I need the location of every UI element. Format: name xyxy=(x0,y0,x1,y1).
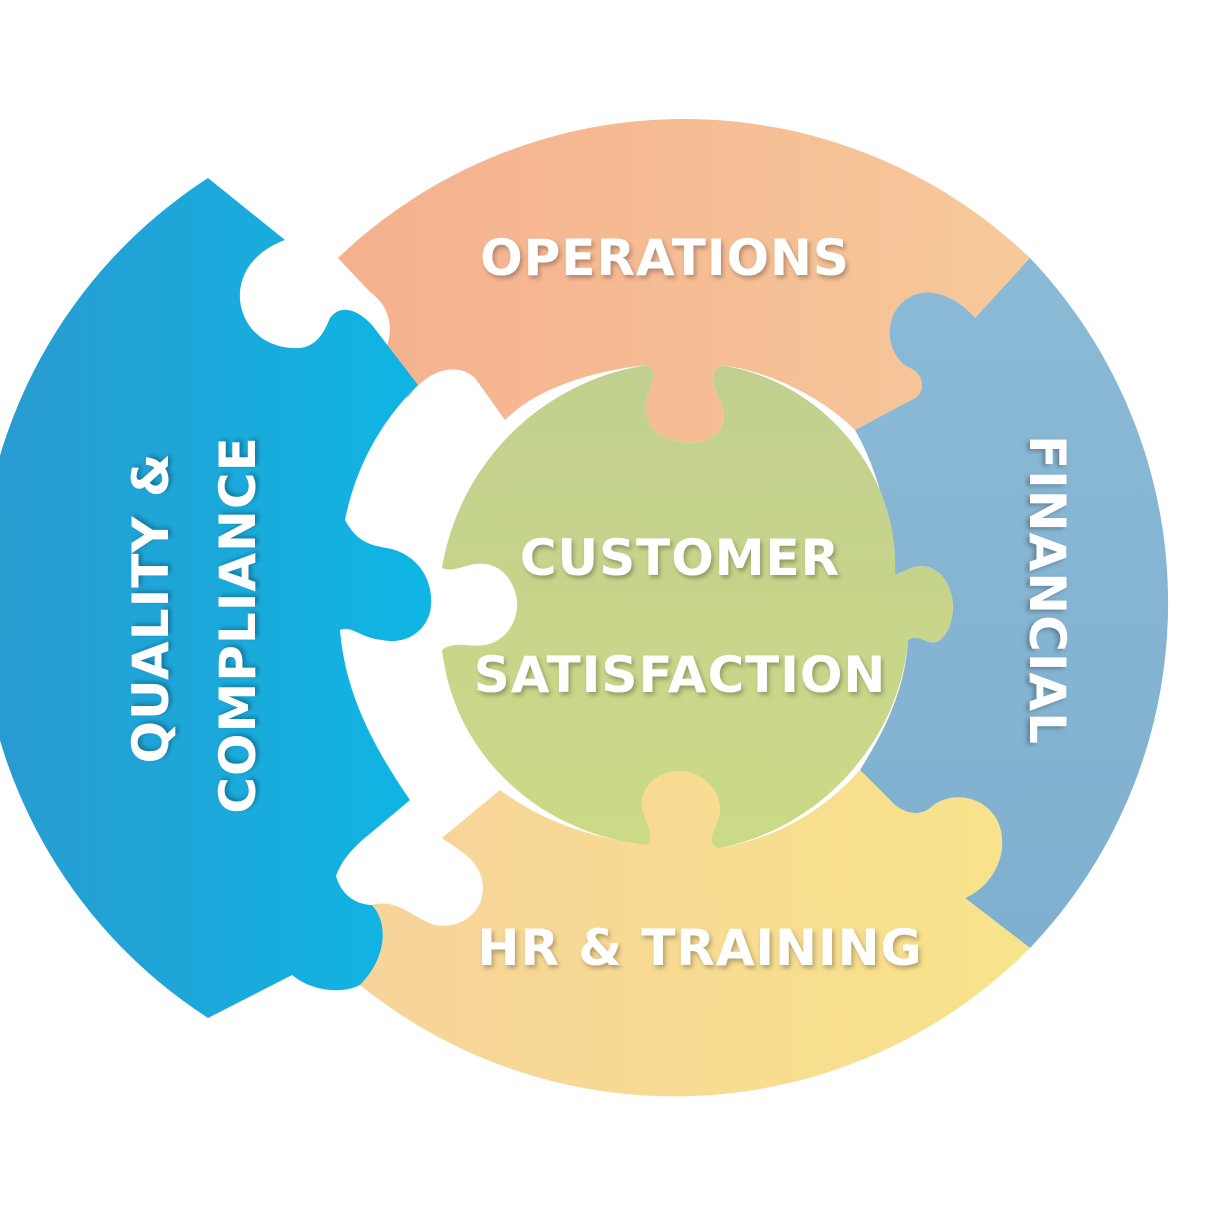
customer-satisfaction-line1: CUSTOMER xyxy=(520,529,840,587)
hr-training-label: HR & TRAINING xyxy=(477,919,922,977)
hr-training-shape xyxy=(360,770,1030,1097)
customer-satisfaction-shape xyxy=(442,365,953,848)
quality-compliance-line1: QUALITY & xyxy=(122,452,180,763)
quality-compliance-piece xyxy=(0,178,432,1018)
customer-satisfaction-line2: SATISFACTION xyxy=(474,646,886,704)
operations-label: OPERATIONS xyxy=(480,229,850,287)
financial-piece xyxy=(855,258,1169,948)
hr-training-piece xyxy=(360,770,1030,1097)
operations-piece xyxy=(338,118,1030,443)
quality-compliance-shape xyxy=(0,178,432,1018)
financial-label: FINANCIAL xyxy=(1018,435,1076,745)
quality-compliance-line2: COMPLIANCE xyxy=(209,436,267,813)
operations-shape xyxy=(338,118,1030,443)
customer-satisfaction-piece xyxy=(442,365,953,848)
financial-shape xyxy=(855,258,1169,948)
